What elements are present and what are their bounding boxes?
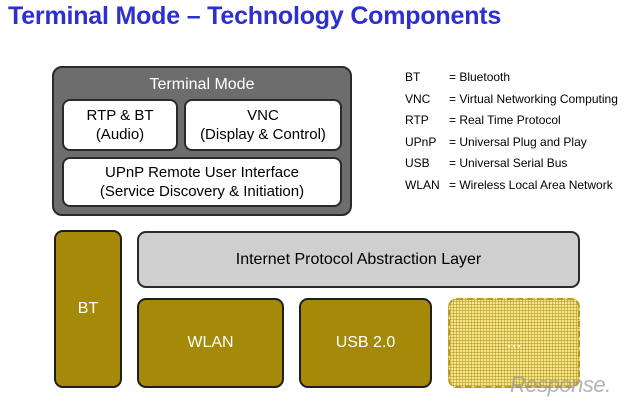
ip-abstraction-layer-box: Internet Protocol Abstraction Layer — [137, 231, 580, 288]
wlan-label: WLAN — [187, 334, 234, 351]
rtp-bt-audio-box: RTP & BT (Audio) — [62, 99, 178, 151]
upnp-sublabel: (Service Discovery & Initiation) — [99, 183, 305, 200]
legend-abbr: RTP — [405, 113, 429, 128]
ip-layer-label: Internet Protocol Abstraction Layer — [235, 250, 482, 268]
wlan-transport-box: WLAN — [137, 298, 284, 388]
legend-row: WLAN = Wireless Local Area Network — [405, 178, 618, 200]
other-transports-label: … — [506, 334, 522, 351]
vnc-label: VNC — [247, 107, 279, 124]
vnc-sublabel: (Display & Control) — [200, 126, 326, 143]
upnp-label: UPnP Remote User Interface — [105, 164, 299, 181]
response-watermark: Response. — [510, 372, 611, 397]
legend-text: = Wireless Local Area Network — [449, 177, 613, 192]
legend-abbr: WLAN — [405, 177, 440, 192]
terminal-mode-title: Terminal Mode — [149, 76, 255, 93]
page-title: Terminal Mode – Technology Components — [8, 2, 502, 30]
legend-abbr: BT — [405, 70, 421, 84]
abbreviation-legend: BT = Bluetooth VNC = Virtual Networking … — [405, 70, 618, 200]
legend-row: USB = Universal Serial Bus — [405, 156, 618, 178]
rtp-bt-sublabel: (Audio) — [95, 126, 145, 143]
legend-row: RTP = Real Time Protocol — [405, 113, 618, 135]
legend-text: = Bluetooth — [449, 70, 511, 84]
vnc-display-control-box: VNC (Display & Control) — [184, 99, 342, 151]
legend-abbr: USB — [405, 156, 430, 171]
legend-text: = Real Time Protocol — [449, 113, 561, 128]
legend-row: UPnP = Universal Plug and Play — [405, 135, 618, 157]
bt-label: BT — [77, 300, 99, 317]
other-transports-box: … — [448, 298, 580, 388]
legend-text: = Universal Serial Bus — [449, 156, 568, 171]
legend-row: VNC = Virtual Networking Computing — [405, 92, 618, 114]
legend-text: = Virtual Networking Computing — [449, 91, 618, 106]
usb-transport-box: USB 2.0 — [299, 298, 432, 388]
upnp-remote-ui-box: UPnP Remote User Interface (Service Disc… — [62, 157, 342, 207]
usb-label: USB 2.0 — [335, 334, 396, 351]
legend-row: BT = Bluetooth — [405, 70, 618, 92]
legend-text: = Universal Plug and Play — [449, 134, 587, 149]
rtp-bt-label: RTP & BT — [86, 107, 154, 124]
legend-abbr: UPnP — [405, 134, 437, 149]
bt-transport-box: BT — [54, 230, 122, 388]
legend-abbr: VNC — [405, 91, 431, 106]
